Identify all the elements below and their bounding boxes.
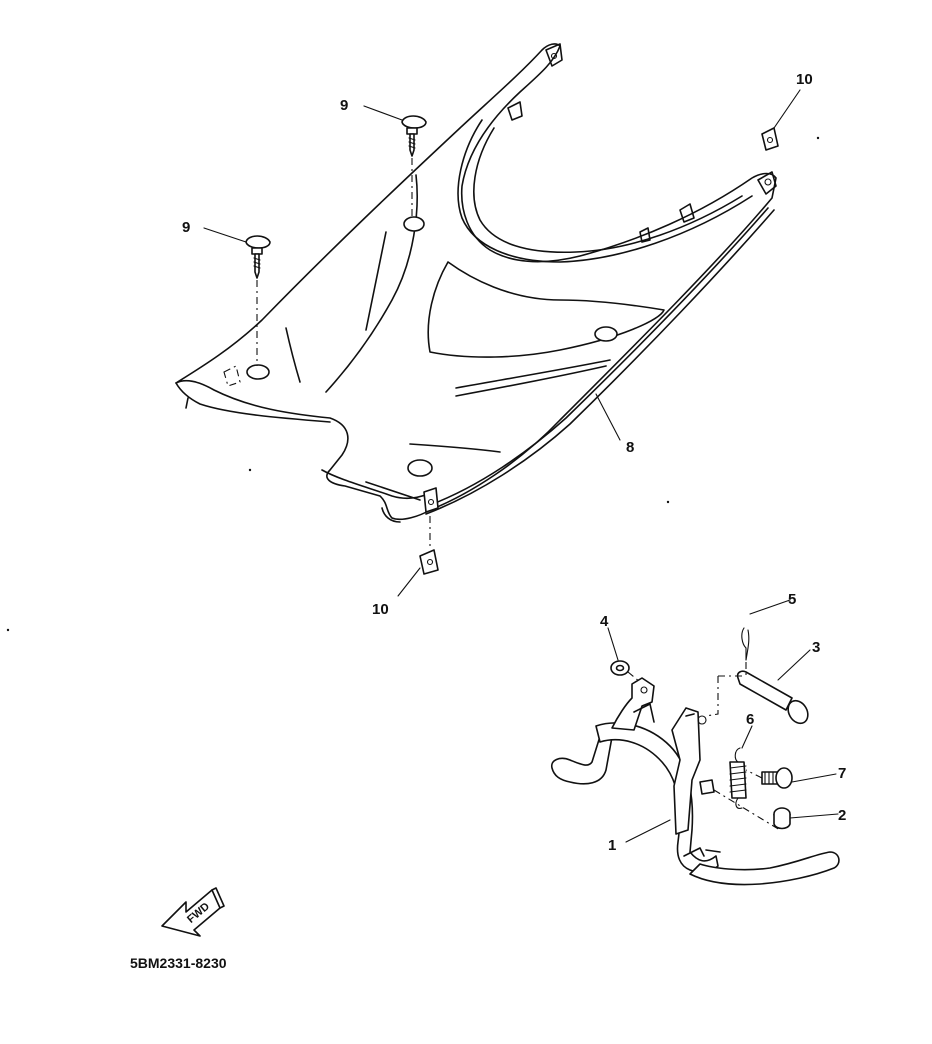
screw-9-upper <box>401 115 427 216</box>
fwd-arrow-icon: FWD <box>161 887 225 937</box>
callout-9-lower: 9 <box>182 219 190 236</box>
callout-2: 2 <box>838 807 846 824</box>
clip-nut-10-lower <box>419 516 439 575</box>
callout-8: 8 <box>626 439 634 456</box>
callout-3: 3 <box>812 639 820 656</box>
callout-7: 7 <box>838 765 846 782</box>
callout-4: 4 <box>600 613 609 630</box>
callout-10-lower: 10 <box>372 601 389 618</box>
clip-nut-10-upper <box>761 127 779 151</box>
stand-pin <box>705 670 809 725</box>
washer <box>610 660 641 683</box>
side-stand <box>550 677 840 886</box>
callout-9-upper: 9 <box>340 97 348 114</box>
rubber-bumper <box>773 807 791 830</box>
bolt <box>745 767 793 789</box>
callout-1: 1 <box>608 837 616 854</box>
cotter-pin <box>741 627 750 676</box>
callout-6: 6 <box>746 711 754 728</box>
callout-5: 5 <box>788 591 796 608</box>
callout-10-upper: 10 <box>796 71 813 88</box>
spring <box>729 747 747 809</box>
leader-lines <box>203 89 839 843</box>
drawing-code: 5BM2331-8230 <box>130 955 227 971</box>
screw-9-lower <box>245 235 271 366</box>
under-cover-panel <box>175 43 777 523</box>
